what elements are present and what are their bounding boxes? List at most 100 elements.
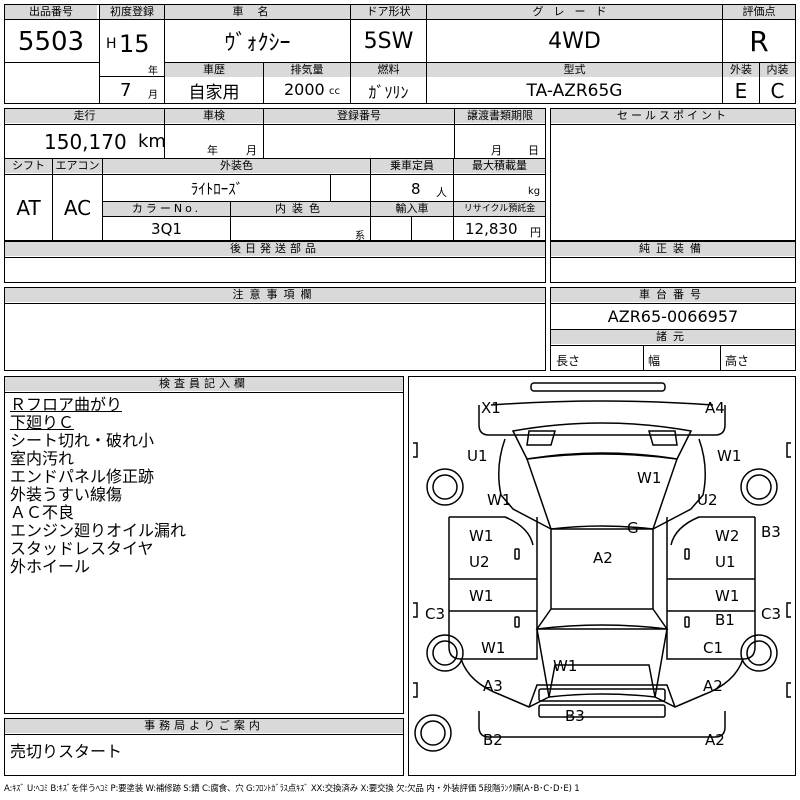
divider <box>263 108 264 158</box>
later-parts-label: 後日発送部品 <box>5 242 545 256</box>
divider <box>370 158 371 241</box>
divider <box>550 345 796 346</box>
damage-A2: A2 <box>705 731 725 749</box>
transfer-label: 譲渡書類期限 <box>455 109 545 123</box>
damage-C3: C3 <box>761 605 782 623</box>
divider <box>453 158 454 241</box>
inspector-notes: Ｒフロア曲がり 下廻りＣ シート切れ・破れ小 室内汚れ エンドパネル修正跡 外装… <box>10 396 186 576</box>
damage-U2: U2 <box>469 553 490 571</box>
score: R <box>749 24 769 58</box>
note-line: 外ホイール <box>10 557 91 576</box>
divider <box>350 4 351 62</box>
divider <box>4 257 546 258</box>
interior-label: 内装 <box>760 63 795 77</box>
exterior-label: 外装 <box>723 63 759 77</box>
damage-A4: A4 <box>705 399 725 417</box>
divider <box>4 174 546 175</box>
load-unit: kg <box>528 186 541 197</box>
shift: AT <box>16 196 41 220</box>
damage-C1: C1 <box>703 639 724 657</box>
chassis-number: AZR65-0066957 <box>607 306 739 326</box>
damage-B3: B3 <box>565 707 585 725</box>
divider <box>550 124 796 125</box>
dims-label: 諸元 <box>551 330 795 344</box>
divider <box>102 158 103 241</box>
insp-year-unit: 年 <box>207 144 218 157</box>
divider <box>4 734 404 735</box>
divider <box>102 216 546 217</box>
damage-A2: A2 <box>703 677 723 695</box>
divider <box>164 4 165 104</box>
damage-A3: A3 <box>483 677 503 695</box>
recycle: 12,830 <box>465 220 518 238</box>
recycle-unit: 円 <box>530 226 541 239</box>
notes-label: 注意事項欄 <box>5 288 545 302</box>
divider <box>722 19 796 20</box>
damage-W1: W1 <box>717 447 742 465</box>
capacity-unit: 人 <box>436 186 447 199</box>
damage-U2: U2 <box>697 491 718 509</box>
first-reg-label: 初度登録 <box>100 5 164 19</box>
model-label: 型式 <box>427 63 722 77</box>
interior: C <box>770 78 785 103</box>
damage-W1: W1 <box>553 657 578 675</box>
divider <box>411 216 412 241</box>
year-unit: 年 <box>148 66 158 77</box>
lot-no: 5503 <box>17 27 85 57</box>
car-name: ｳﾞｫｸｼｰ <box>224 31 291 56</box>
model: TA-AZR65G <box>526 80 623 101</box>
divider <box>454 108 455 158</box>
door: 5SW <box>363 28 414 54</box>
reg-no-label: 登録番号 <box>264 109 454 123</box>
divider <box>4 62 100 63</box>
transfer-month: 月 <box>491 144 502 157</box>
divider <box>426 62 427 104</box>
inspector-label: 検査員記入欄 <box>5 377 403 391</box>
genuine-label: 純正装備 <box>551 242 795 256</box>
office-label: 事務局よりご案内 <box>5 719 403 733</box>
sales-point-label: セールスポイント <box>551 109 795 123</box>
fuel-label: 燃料 <box>351 63 426 77</box>
note-line: スタッドレスタイヤ <box>10 539 154 558</box>
legend-footer: A:ｷｽﾞ U:ﾍｺﾐ B:ｷｽﾞを伴うﾍｺﾐ P:要塗装 W:補修跡 S:錆 … <box>4 784 580 794</box>
divider <box>99 4 100 104</box>
month-unit: 月 <box>148 90 158 101</box>
grade: 4WD <box>548 28 601 54</box>
damage-W2: W2 <box>715 527 740 545</box>
car-diagram: X1 A4 U1 W1 W1 W1 U2 B3 W1 W2 G U2 U1 A2… <box>408 376 796 776</box>
later-parts-box <box>4 241 546 283</box>
note-line: ＡＣ不良 <box>10 503 75 522</box>
divider <box>330 174 331 201</box>
damage-A2: A2 <box>593 549 613 567</box>
damage-B2: B2 <box>483 731 503 749</box>
divider <box>550 257 796 258</box>
mileage: 150,170 <box>44 130 127 154</box>
sales-point-box <box>550 108 796 241</box>
color-no-label: カラーNo. <box>103 202 230 216</box>
month: 7 <box>120 80 132 101</box>
note-line: 外装うすい線傷 <box>10 485 123 504</box>
insp-month-unit: 月 <box>246 144 257 157</box>
lot-no-label: 出品番号 <box>5 5 97 19</box>
ac-label: エアコン <box>53 159 102 173</box>
displacement-unit: cc <box>329 86 340 97</box>
damage-B1: B1 <box>715 611 735 629</box>
damage-W1: W1 <box>469 527 494 545</box>
divider <box>643 345 644 371</box>
note-line: シート切れ・破れ小 <box>10 431 155 450</box>
height-label: 高さ <box>725 354 750 368</box>
shift-label: シフト <box>5 159 52 173</box>
damage-C3: C3 <box>425 605 446 623</box>
damage-W1: W1 <box>469 587 494 605</box>
damage-W1: W1 <box>715 587 740 605</box>
import-label: 輸入車 <box>371 202 453 216</box>
divider <box>164 62 796 63</box>
office-box <box>4 718 404 776</box>
car-name-label: 車名 <box>165 5 350 19</box>
divider <box>52 158 53 241</box>
note-line: Ｒフロア曲がり <box>10 395 123 414</box>
divider <box>4 392 404 393</box>
damage-W1: W1 <box>637 469 662 487</box>
divider <box>4 19 722 20</box>
divider <box>102 201 546 202</box>
